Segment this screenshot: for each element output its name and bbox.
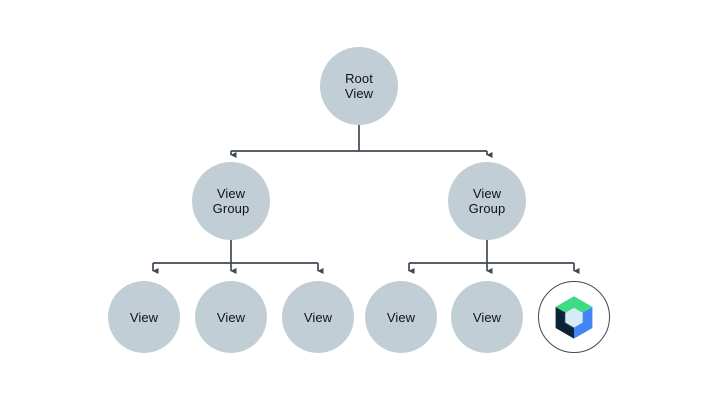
node-view-leaf-5[interactable]: View	[451, 281, 523, 353]
node-compose-leaf[interactable]	[538, 281, 610, 353]
node-view-group-left-label: View Group	[212, 186, 250, 216]
node-view-leaf-4-label: View	[386, 309, 416, 325]
node-root-view-label: Root View	[344, 71, 374, 101]
node-view-leaf-4[interactable]: View	[365, 281, 437, 353]
node-view-leaf-2-label: View	[216, 309, 246, 325]
node-view-leaf-3[interactable]: View	[282, 281, 354, 353]
node-root-view[interactable]: Root View	[320, 47, 398, 125]
node-view-leaf-3-label: View	[303, 309, 333, 325]
node-view-leaf-5-label: View	[472, 309, 502, 325]
node-view-group-right-label: View Group	[468, 186, 506, 216]
node-view-group-right[interactable]: View Group	[448, 162, 526, 240]
node-view-leaf-2[interactable]: View	[195, 281, 267, 353]
jetpack-compose-logo-icon	[555, 296, 593, 339]
node-view-group-left[interactable]: View Group	[192, 162, 270, 240]
node-view-leaf-1-label: View	[129, 309, 159, 325]
node-view-leaf-1[interactable]: View	[108, 281, 180, 353]
